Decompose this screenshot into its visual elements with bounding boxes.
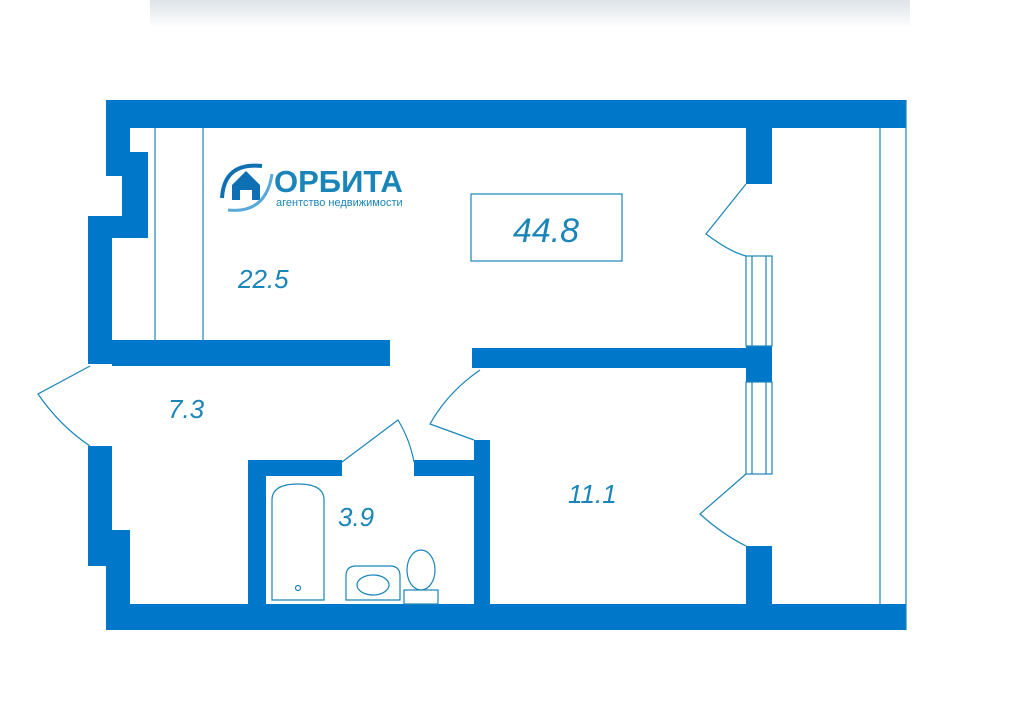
wall-kitchen-top — [472, 348, 772, 368]
bathroom-fixtures — [271, 483, 439, 605]
bathtub-icon — [271, 483, 325, 601]
house-logo-icon — [232, 171, 260, 200]
orbit-arc-icon — [227, 173, 274, 212]
wall-bath-right — [474, 440, 490, 630]
wall-bottom — [106, 604, 906, 630]
window-upper — [745, 255, 773, 347]
wall-stub-left — [88, 344, 118, 364]
agency-logo: ОРБИТА агентство недвижимости — [220, 163, 403, 212]
sink-icon — [345, 565, 401, 601]
door-balcony-lower — [699, 473, 747, 547]
wall-bath-top-left — [248, 460, 342, 476]
wall-left-upper — [88, 100, 148, 344]
window-lower — [745, 381, 773, 475]
top-shadow — [150, 0, 910, 28]
kitchen-area: 11.1 — [568, 479, 617, 509]
thin-lines — [154, 100, 907, 630]
wall-bath-left — [248, 460, 266, 630]
door-kitchen — [429, 369, 481, 441]
walls — [88, 100, 906, 630]
bathroom-area: 3.9 — [338, 502, 374, 532]
toilet-icon — [406, 549, 436, 591]
logo-subtitle: агентство недвижимости — [276, 197, 403, 209]
total-area-box — [470, 193, 623, 262]
orbit-icon — [220, 163, 263, 199]
doors — [37, 183, 747, 547]
wall-right-lower — [746, 546, 772, 630]
wall-right-upper — [746, 100, 772, 184]
living-room-area: 22.5 — [237, 264, 289, 294]
hallway-area: 7.3 — [168, 394, 205, 424]
wall-living-hall — [112, 340, 390, 366]
wall-top — [106, 100, 906, 128]
door-bathroom — [341, 419, 415, 463]
wall-left-lower — [88, 446, 130, 630]
door-entrance — [37, 365, 91, 447]
wall-bath-top-right — [414, 460, 490, 476]
door-balcony-upper — [705, 183, 747, 257]
wall-right-middle — [746, 346, 772, 382]
logo-name: ОРБИТА — [274, 164, 403, 199]
total-area: 44.8 — [513, 212, 579, 250]
